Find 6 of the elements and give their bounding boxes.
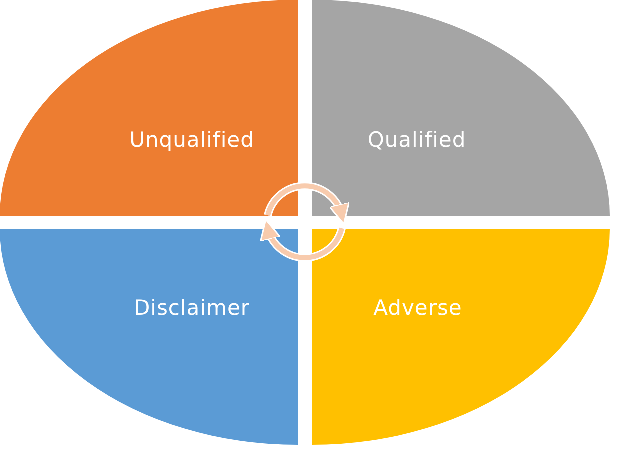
quadrant-label: Disclaimer xyxy=(134,296,250,320)
cycle-arrow xyxy=(264,182,350,225)
cycle-arrow xyxy=(260,219,346,262)
quadrant-label: Adverse xyxy=(374,296,462,320)
quadrant-label: Unqualified xyxy=(130,128,254,152)
quadrant-label: Qualified xyxy=(368,128,466,152)
